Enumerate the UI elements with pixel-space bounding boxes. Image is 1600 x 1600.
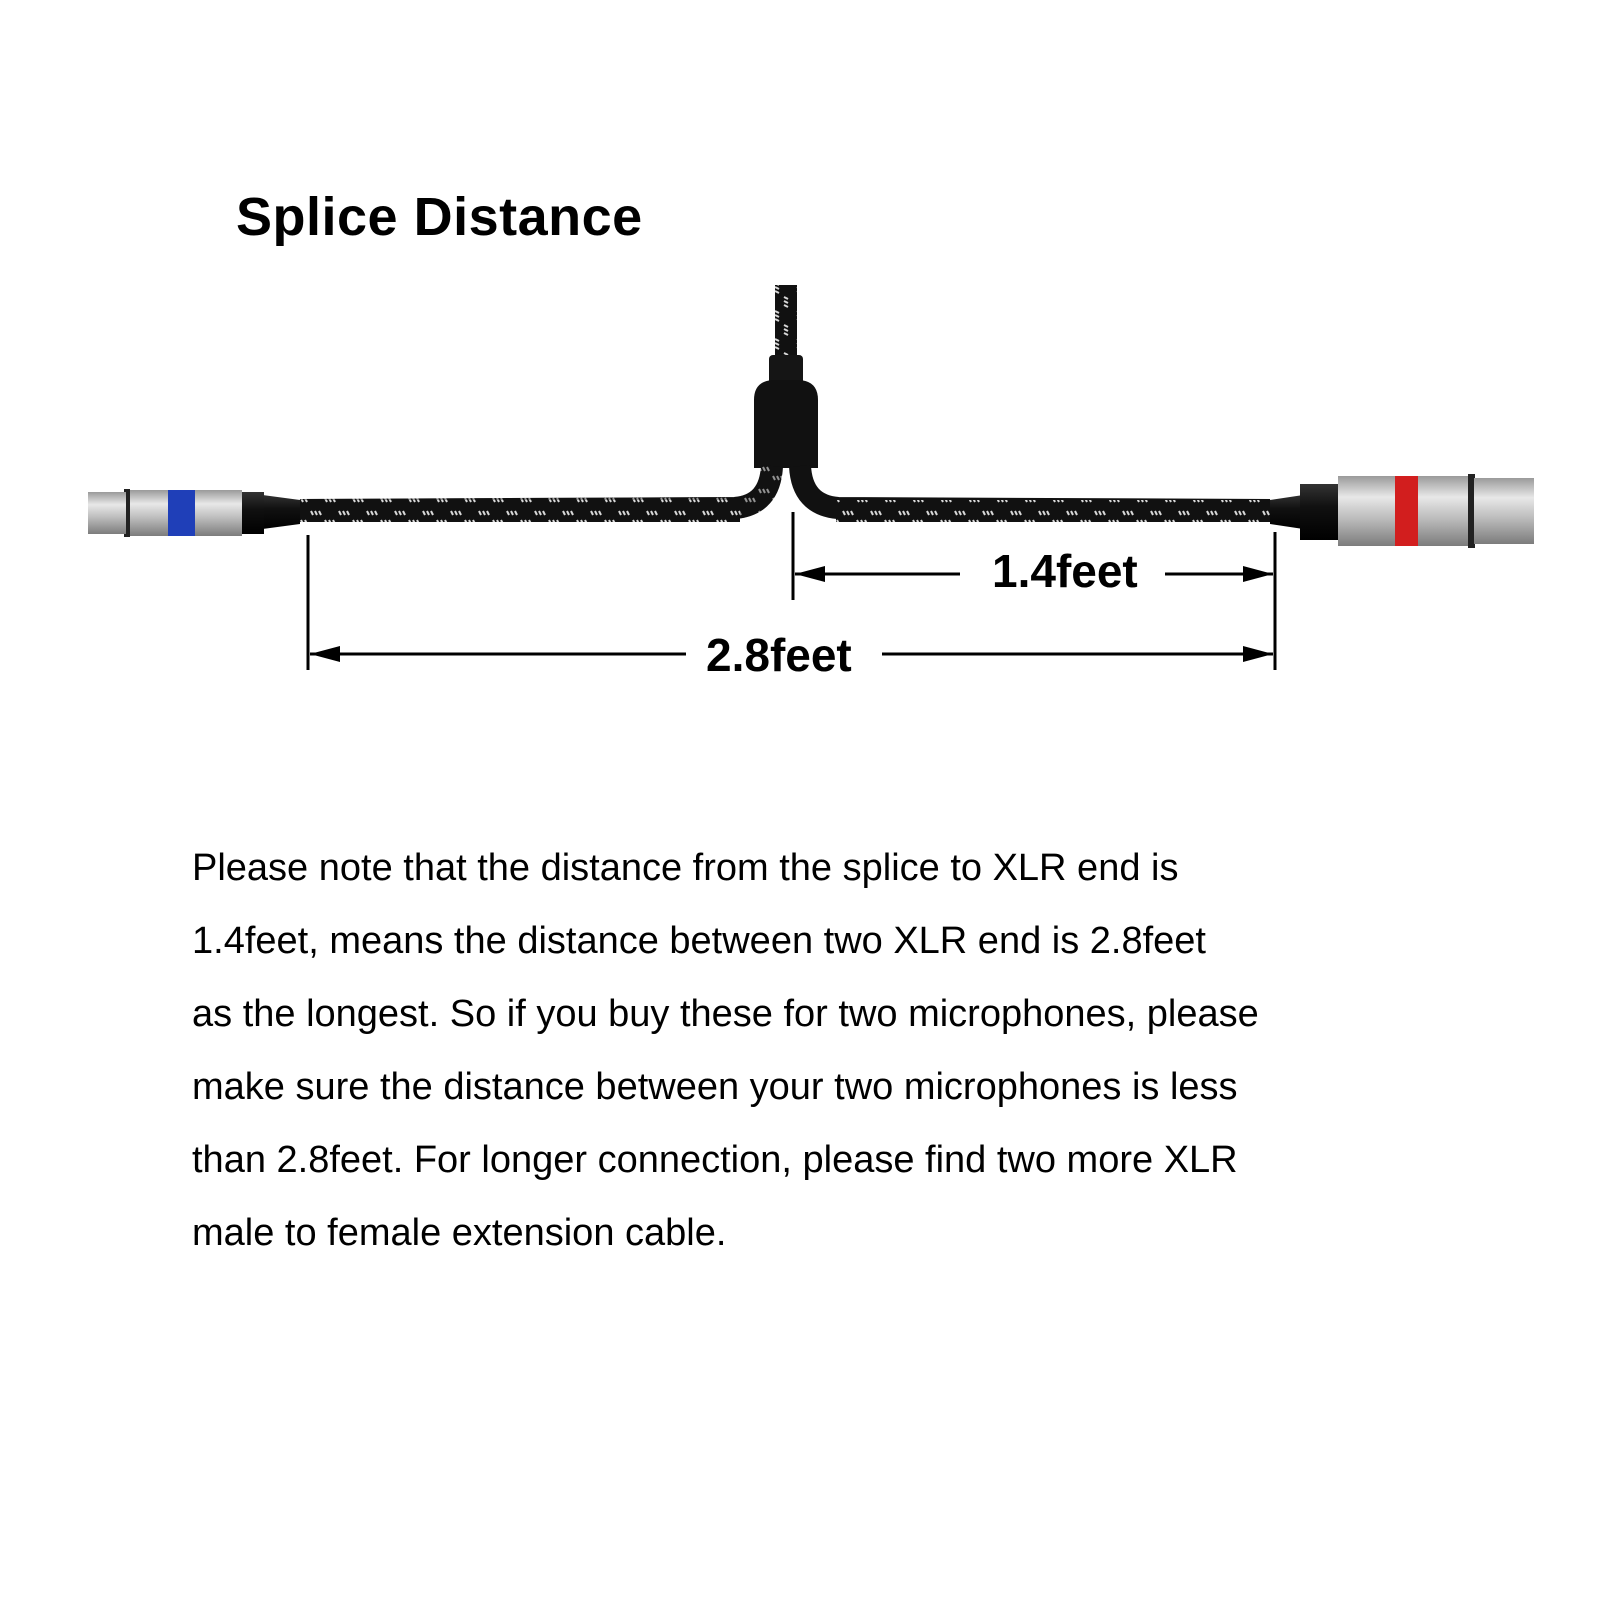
note-line: make sure the distance between your two … [192, 1066, 1238, 1108]
main-cable [775, 285, 797, 365]
note-line: male to female extension cable. [192, 1212, 727, 1254]
note-line: than 2.8feet. For longer connection, ple… [192, 1139, 1238, 1181]
note-line: as the longest. So if you buy these for … [192, 993, 1259, 1035]
note-paragraph: Please note that the distance from the s… [192, 832, 1422, 1270]
right-xlr-connector [1270, 474, 1534, 548]
branch-cable-left [299, 464, 783, 522]
splice-to-end-label: 1.4feet [982, 548, 1148, 594]
note-line: 1.4feet, means the distance between two … [192, 920, 1206, 962]
cable-diagram [88, 285, 1534, 670]
left-xlr-connector [88, 489, 300, 537]
dimension-splice-to-end [791, 512, 1277, 670]
end-to-end-label: 2.8feet [696, 632, 862, 678]
dimension-end-to-end [306, 535, 1273, 670]
note-line: Please note that the distance from the s… [192, 847, 1179, 889]
diagram-title: Splice Distance [236, 187, 643, 247]
branch-cable-right [789, 464, 1271, 522]
splice-block [754, 355, 818, 468]
